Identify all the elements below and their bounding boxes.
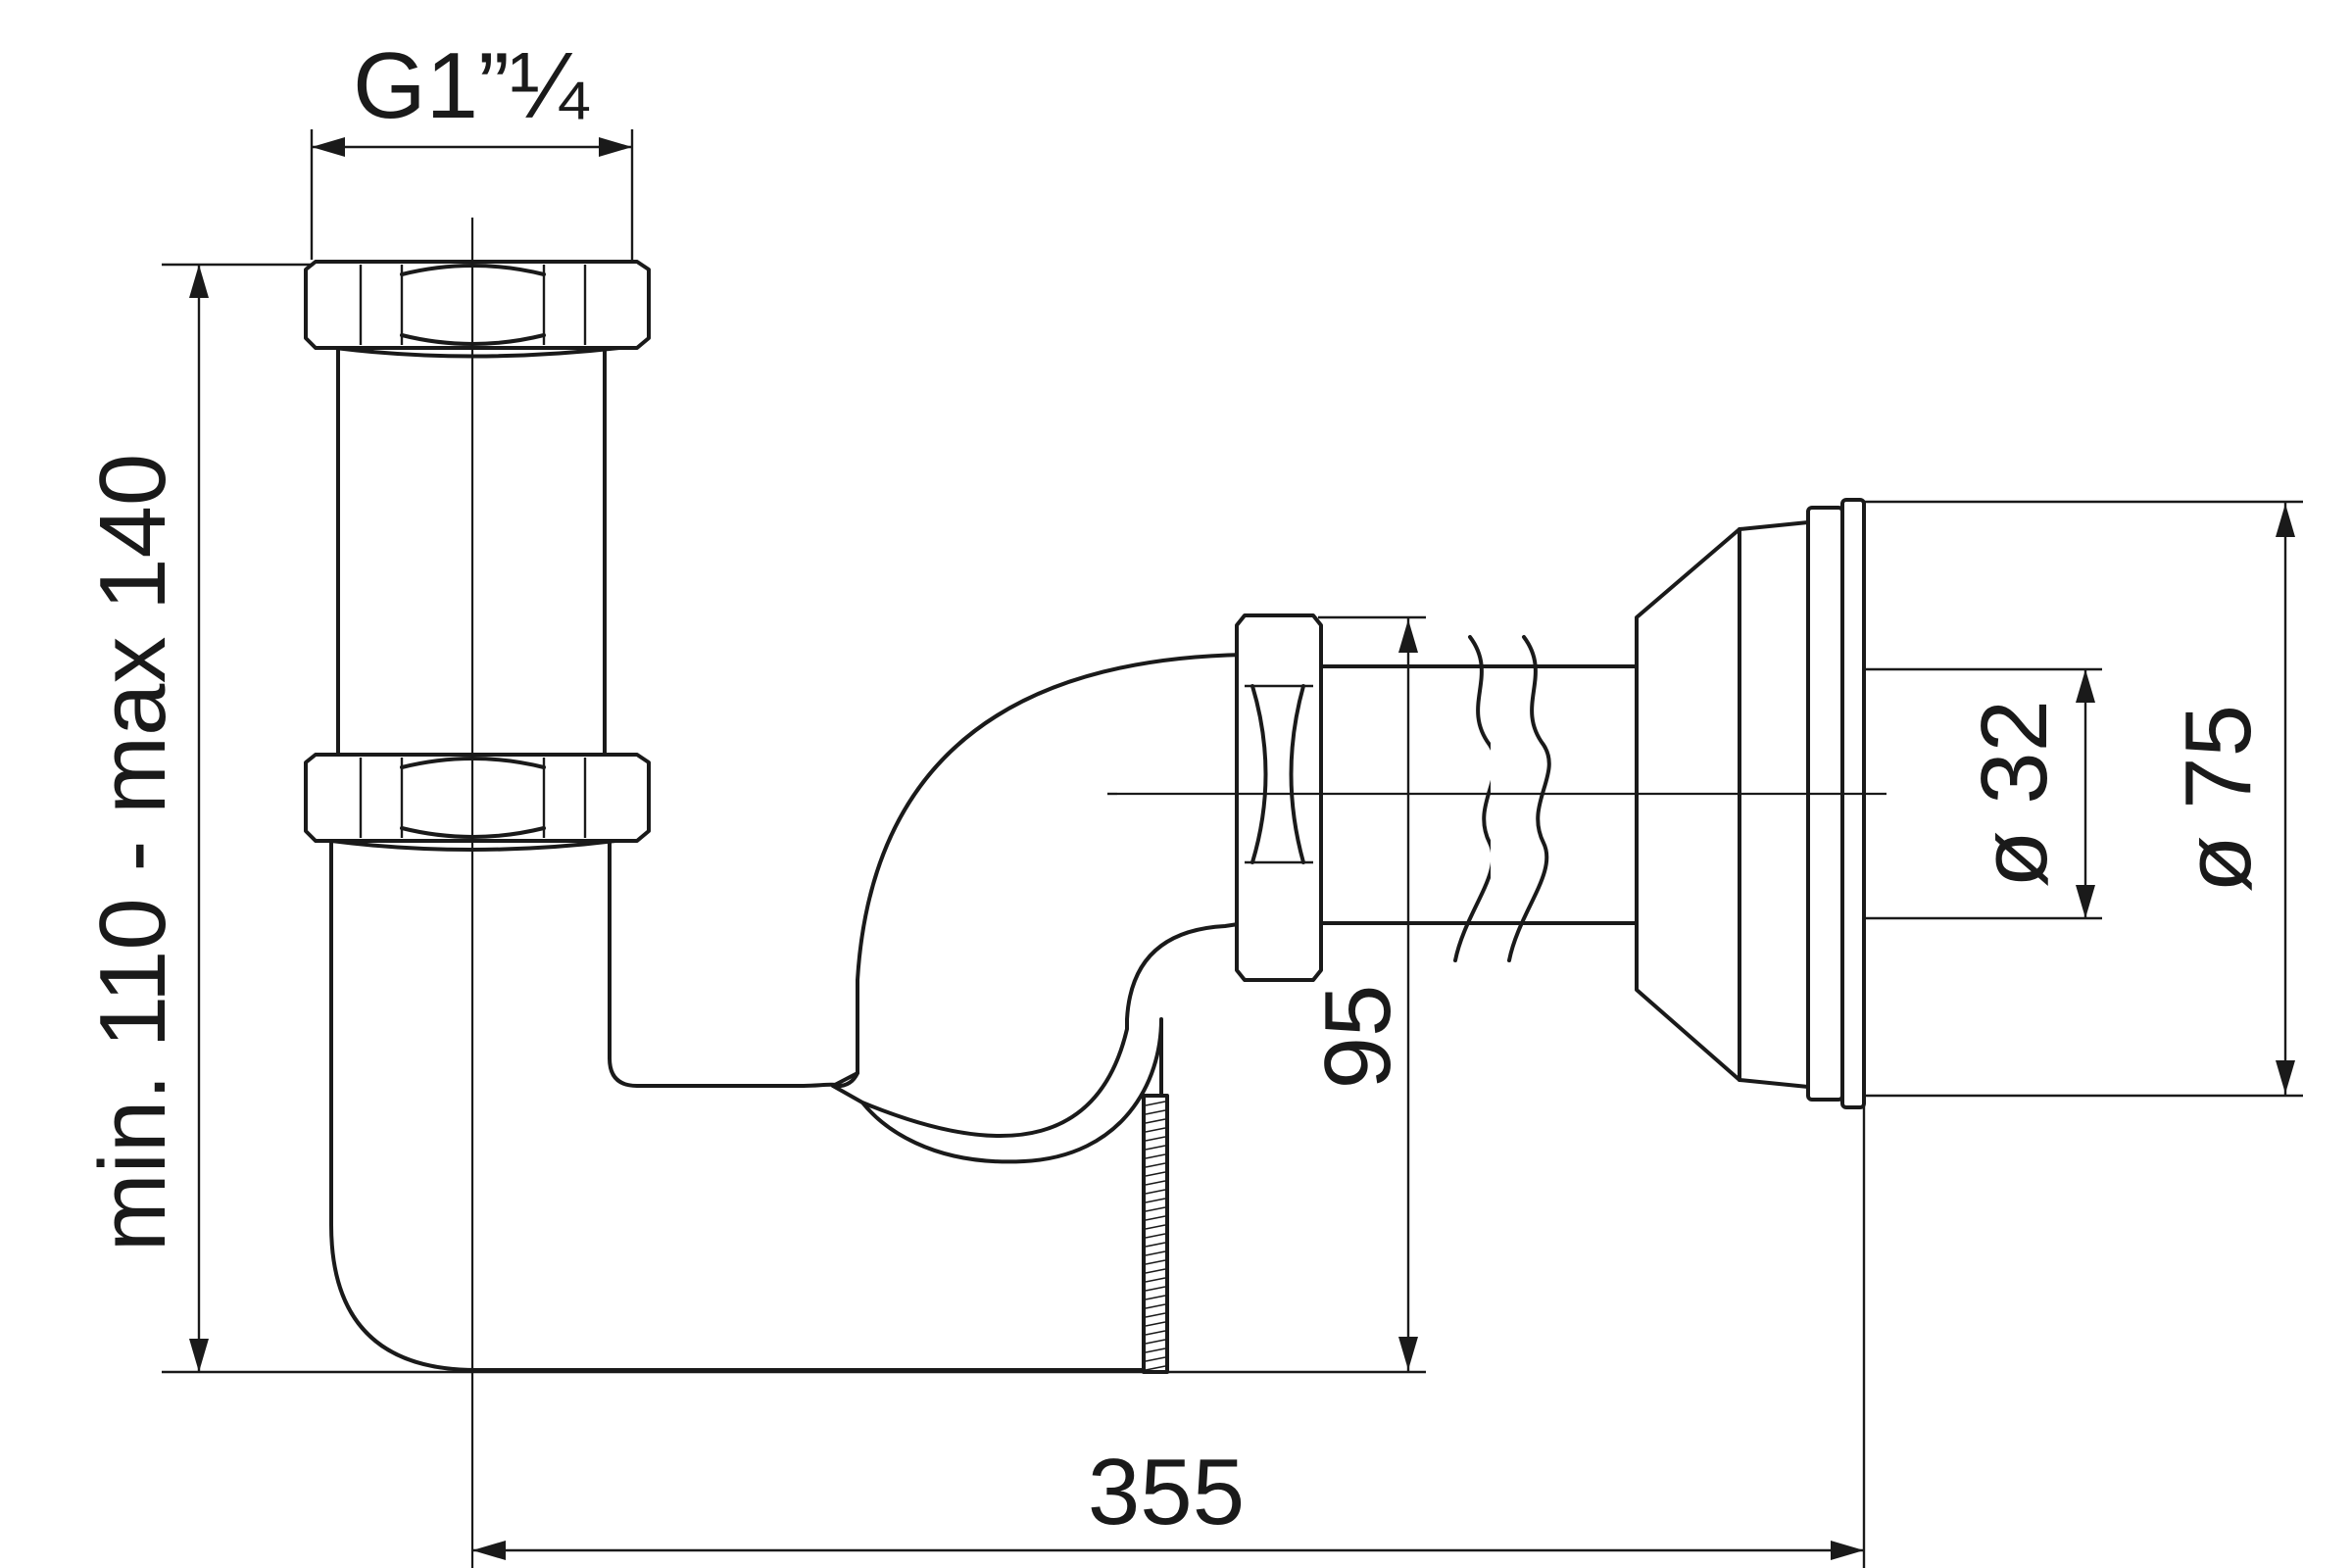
middle-hex-nut: [304, 753, 651, 852]
thread-hatch-line: [1145, 1171, 1166, 1177]
thread-hatch-line: [1145, 1339, 1166, 1345]
thread-hatch-line: [1145, 1145, 1166, 1151]
offset-dimension: [1166, 615, 1426, 1374]
thread-hatch-line: [1145, 1348, 1166, 1353]
thread-hatch-line: [1145, 1180, 1166, 1186]
thread-hatch-line: [1145, 1286, 1166, 1292]
thread-hatch-line: [1145, 1330, 1166, 1336]
centerlines: [470, 218, 1886, 1568]
thread-hatch-line: [1145, 1153, 1166, 1159]
height-range-label: min. 110 - max 140: [80, 454, 185, 1252]
thread-hatch-line: [1145, 1356, 1166, 1362]
thread-size-label: G1”¼: [353, 33, 590, 138]
thread-hatch-line: [1145, 1312, 1166, 1318]
thread-hatch-line: [1145, 1303, 1166, 1309]
thread-hatch-line: [1145, 1321, 1166, 1327]
thread-dimension: [310, 129, 634, 260]
flange-diameter-dimension: [1864, 500, 2303, 1098]
outlet-cone-flange: [1635, 498, 1866, 1109]
j-bend-pipe: [329, 831, 1163, 1372]
length-label: 355: [1088, 1440, 1245, 1544]
flange-diameter-label: ø 75: [2166, 705, 2271, 893]
elbow-lip: [831, 1071, 859, 1089]
thread-hatch-line: [1145, 1233, 1166, 1239]
length-dimension: [472, 1100, 1866, 1568]
height-dimension: [162, 263, 1161, 1374]
thread-hatch-line: [1145, 1259, 1166, 1265]
thread-hatch-line: [1145, 1198, 1166, 1203]
top-hex-nut: [304, 260, 651, 359]
thread-hatch-line: [1145, 1206, 1166, 1212]
thread-hatch-line: [1145, 1101, 1166, 1106]
thread-hatch-line: [1145, 1250, 1166, 1256]
pipe-diameter-dimension: [1864, 667, 2102, 920]
thread-hatch-line: [1145, 1136, 1166, 1142]
thread-hatch-line: [1145, 1162, 1166, 1168]
thread-hatch-line: [1145, 1365, 1166, 1371]
thread-hatch-line: [1145, 1224, 1166, 1230]
thread-hatch-line: [1145, 1295, 1166, 1300]
outlet-horizontal-pipe: [1306, 635, 1639, 962]
thread-hatch-line: [1145, 1277, 1166, 1283]
thread-hatch-line: [1145, 1268, 1166, 1274]
thread-hatch-line: [1145, 1242, 1166, 1248]
outlet-union-nut: [1235, 613, 1323, 982]
thread-hatch-line: [1145, 1127, 1166, 1133]
thread-hatch-line: [1145, 1118, 1166, 1124]
thread-hatch-line: [1145, 1189, 1166, 1195]
thread-hatch-line: [1145, 1215, 1166, 1221]
thread-hatch-line: [1145, 1109, 1166, 1115]
elbow-bend: [831, 653, 1247, 1139]
offset-label: 95: [1305, 985, 1410, 1090]
pipe-diameter-label: ø 32: [1962, 700, 2067, 888]
threaded-rod: [1142, 1094, 1169, 1374]
